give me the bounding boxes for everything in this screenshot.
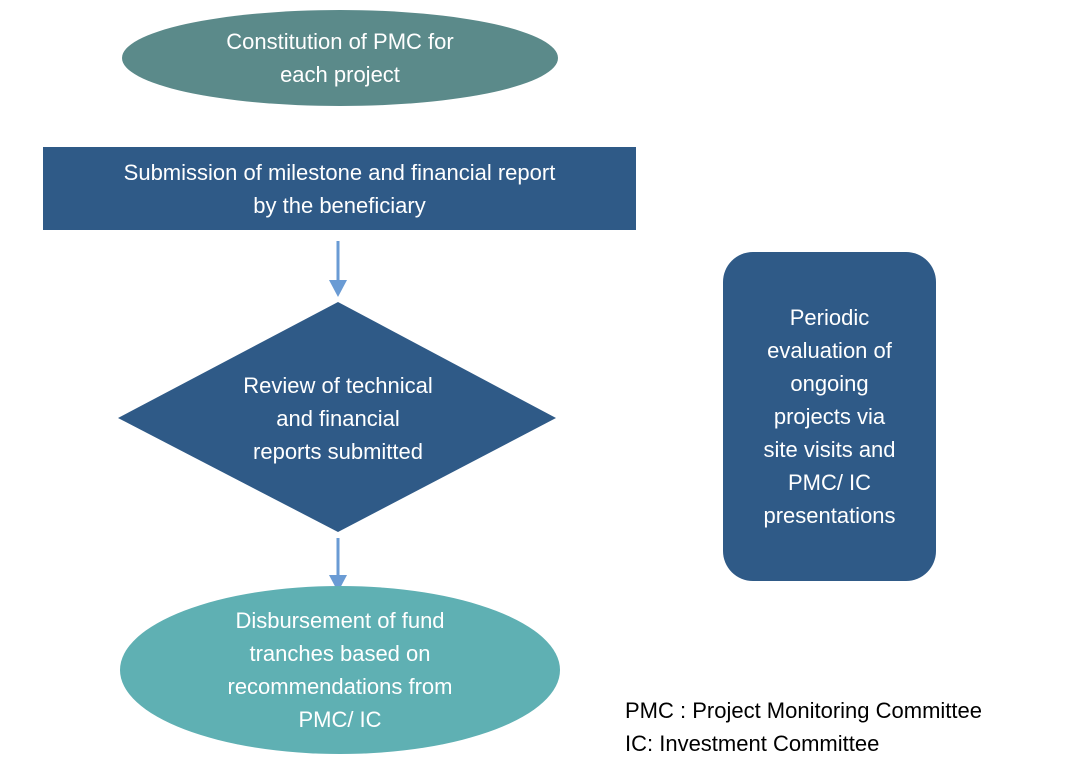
legend-pmc: PMC : Project Monitoring Committee [625,698,982,723]
disbursement-line-3: recommendations from [227,674,453,699]
disbursement-line-2: tranches based on [249,641,431,666]
evaluation-text: Periodic evaluation of ongoing projects … [723,252,936,581]
evaluation-line-4: projects via [773,404,886,429]
disbursement-text: Disbursement of fund tranches based on r… [140,590,540,750]
review-line-2: and financial [276,405,400,431]
submission-line-1: Submission of milestone and financial re… [123,159,556,185]
start-ellipse [122,10,558,106]
disbursement-line-4: PMC/ IC [298,707,382,732]
submission-box [43,147,636,230]
evaluation-line-7: presentations [763,503,896,528]
start-line-1: Constitution of PMC for [226,29,454,54]
review-text: Review of technical and financial report… [188,318,488,518]
start-line-2: each project [280,62,400,87]
arrow-down-icon [329,538,347,592]
review-line-1: Review of technical [243,372,433,398]
review-line-3: reports submitted [253,438,423,464]
evaluation-line-2: evaluation of [767,338,892,363]
disbursement-line-1: Disbursement of fund [235,608,445,633]
submission-text: Submission of milestone and financial re… [43,147,636,230]
disbursement-ellipse [120,586,560,754]
submission-line-2: by the beneficiary [253,192,426,218]
evaluation-line-6: PMC/ IC [787,470,872,495]
evaluation-box [723,252,936,581]
evaluation-line-3: ongoing [790,371,869,396]
review-diamond [118,302,556,532]
start-node-text: Constitution of PMC for each project [122,10,558,106]
evaluation-line-5: site visits and [763,437,896,462]
legend-ic: IC: Investment Committee [625,731,880,756]
evaluation-line-1: Periodic [789,305,870,330]
arrow-down-icon [329,241,347,297]
